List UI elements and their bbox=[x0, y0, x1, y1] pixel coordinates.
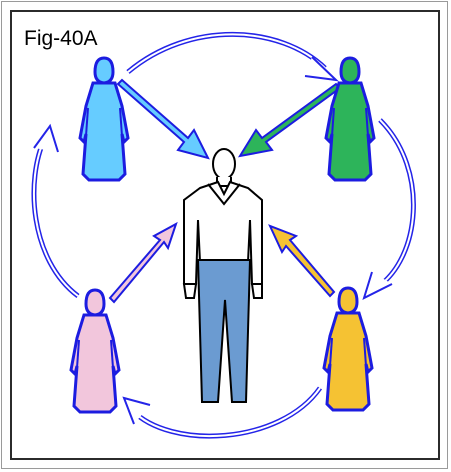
influence-arrow-bottom-left bbox=[108, 221, 178, 304]
cycle-arrow-top bbox=[126, 31, 339, 82]
person-top-left bbox=[78, 56, 130, 182]
cycle-arrow-left bbox=[31, 123, 80, 298]
cycle-arrow-right bbox=[362, 118, 416, 300]
cycle-arrow-bottom bbox=[122, 386, 323, 439]
influence-arrow-top-right bbox=[237, 82, 342, 158]
man-icon bbox=[182, 148, 263, 403]
figure-label: Fig-40A bbox=[24, 27, 98, 50]
influence-arrow-top-left bbox=[116, 78, 210, 160]
person-bottom-left bbox=[69, 288, 121, 414]
person-bottom-right bbox=[322, 286, 374, 412]
influence-arrow-bottom-right bbox=[268, 224, 336, 298]
